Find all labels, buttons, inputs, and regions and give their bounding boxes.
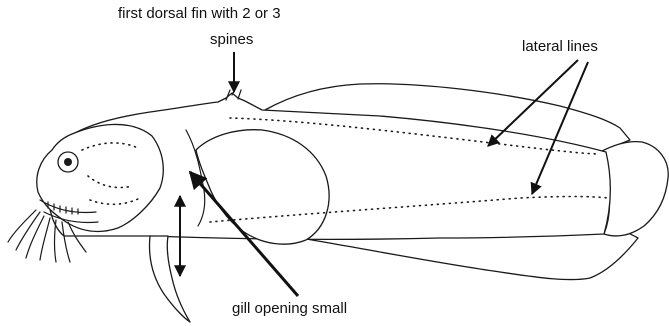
fish-eye-inner	[64, 158, 72, 166]
gill-opening-label: gill opening small	[232, 299, 347, 319]
dorsal-fin-label-line2: spines	[210, 30, 253, 50]
dorsal-fin-label-line1: first dorsal fin with 2 or 3	[118, 4, 281, 24]
pelvic-fin	[150, 236, 190, 322]
lateral-lines-label: lateral lines	[522, 37, 598, 57]
